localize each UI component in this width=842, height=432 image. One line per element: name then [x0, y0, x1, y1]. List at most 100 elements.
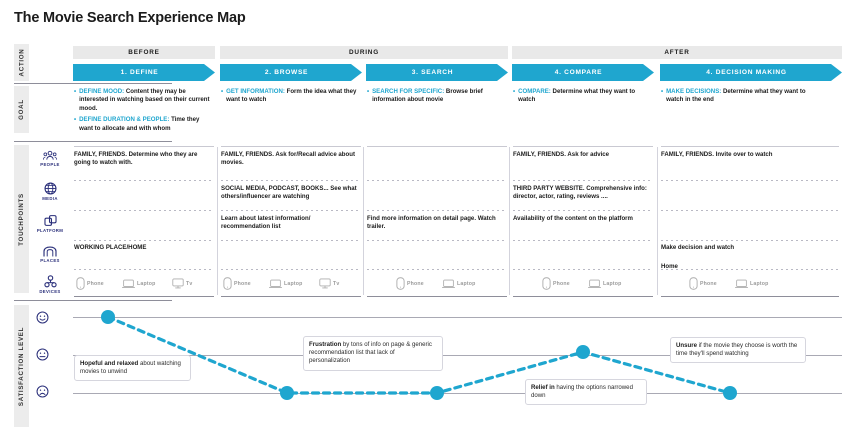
touchpoint-icon-places: PLACES	[33, 246, 67, 263]
touchpoint-row-divider	[513, 269, 653, 270]
touchpoint-icon-platform: PLATFORM	[33, 214, 67, 233]
device-phone: Phone	[542, 277, 570, 290]
touchpoint-row-divider	[74, 180, 214, 181]
touchpoint-icon-devices-label: DEVICES	[39, 289, 61, 294]
device-label: Laptop	[284, 281, 303, 287]
touchpoint-row-divider	[661, 269, 839, 270]
satisfaction-point-define	[101, 310, 115, 324]
touchpoint-icon-platform-label: PLATFORM	[36, 228, 64, 233]
touchpoint-people-browse: FAMILY, FRIENDS. Ask for/Recall advice a…	[221, 151, 355, 167]
goal-item: • COMPARE: Determine what they want to w…	[513, 88, 653, 105]
goal-key: DEFINE DURATION & PEOPLE:	[79, 116, 170, 124]
goal-cell-decision-making: • MAKE DECISIONS: Determine what they wa…	[661, 88, 811, 108]
column-divider-2	[363, 147, 364, 295]
laptop-icon	[442, 279, 455, 288]
stage-chevron-decision-making-label: 4. DECISION MAKING	[706, 69, 787, 76]
places-icon	[43, 246, 57, 257]
goal-item: • MAKE DECISIONS: Determine what they wa…	[661, 88, 811, 105]
device-laptop: Laptop	[735, 279, 769, 289]
phase-before-label: BEFORE	[128, 49, 160, 56]
laptop-icon	[735, 279, 748, 288]
device-tv: Tv	[319, 278, 339, 289]
phone-icon	[689, 277, 698, 290]
touchpoint-platform-browse: Learn about latest information/ recommen…	[221, 215, 311, 231]
stage-chevron-browse-label: 2. BROWSE	[264, 69, 309, 76]
touchpoint-row-divider	[74, 240, 214, 241]
callout-frustration-text: by tons of info on page & generic recomm…	[309, 341, 432, 365]
phase-during: DURING	[220, 46, 508, 59]
separator-action-goal	[14, 83, 172, 84]
stage-chevron-browse[interactable]: 2. BROWSE	[220, 64, 362, 81]
touchpoints-bottom-rule-col3	[367, 296, 507, 297]
row-label-action: ACTION	[14, 44, 29, 81]
phase-before: BEFORE	[73, 46, 215, 59]
touchpoint-row-divider	[367, 210, 507, 211]
touchpoints-top-rule-col4	[513, 146, 653, 147]
bullet-icon: •	[74, 117, 77, 124]
bullet-icon: •	[221, 89, 224, 95]
callout-unsure: Unsure if the movie they choose is worth…	[670, 337, 806, 364]
touchpoint-row-divider	[74, 210, 214, 211]
touchpoint-platform-decision: Make decision and watch	[661, 244, 735, 251]
bullet-icon: •	[74, 89, 77, 95]
bullet-icon: •	[513, 89, 516, 95]
device-label: Laptop	[457, 281, 476, 287]
touchpoints-top-rule-col2	[221, 146, 361, 147]
row-label-goal: GOAL	[14, 86, 29, 133]
device-label: Tv	[186, 280, 193, 287]
touchpoint-icon-people: PEOPLE	[33, 150, 67, 167]
goal-cell-define: • DEFINE MOOD: Content they may be inter…	[74, 88, 214, 136]
satisfaction-point-search	[430, 386, 444, 400]
devices-icon	[43, 275, 57, 288]
goal-text: Browse brief information about movie	[372, 88, 483, 104]
touchpoint-row-divider	[661, 180, 839, 181]
stage-chevron-compare[interactable]: 4. COMPARE	[512, 64, 654, 81]
device-laptop: Laptop	[122, 279, 156, 289]
device-laptop: Laptop	[588, 279, 622, 289]
goal-cell-compare: • COMPARE: Determine what they want to w…	[513, 88, 653, 108]
touchpoint-media-compare: THIRD PARTY WEBSITE. Comprehensive info:…	[513, 185, 647, 201]
touchpoints-top-rule-col3	[367, 146, 507, 147]
touchpoint-row-divider	[661, 240, 839, 241]
touchpoint-people-compare: FAMILY, FRIENDS. Ask for advice	[513, 151, 610, 158]
satisfaction-point-decision	[723, 386, 737, 400]
satisfaction-point-browse	[280, 386, 294, 400]
separator-touchpoints-satisfaction	[14, 300, 172, 301]
goal-text: Form the idea what they want to watch	[226, 88, 357, 104]
phone-icon	[542, 277, 551, 290]
device-label: Phone	[553, 280, 570, 287]
device-label: Laptop	[137, 281, 156, 287]
bullet-icon: •	[367, 89, 370, 95]
touchpoint-places-define: WORKING PLACE/HOME	[74, 244, 147, 251]
stage-chevron-search[interactable]: 3. SEARCH	[366, 64, 508, 81]
goal-key: COMPARE:	[518, 88, 551, 95]
touchpoints-bottom-rule-col1	[74, 296, 214, 297]
callout-unsure-text: if the movie they choose is worth the ti…	[676, 342, 798, 358]
goal-key: SEARCH FOR SPECIFIC:	[372, 88, 445, 95]
bullet-icon: •	[661, 89, 664, 95]
platform-icon	[43, 215, 57, 226]
satisfaction-point-compare	[576, 345, 590, 359]
goal-key: MAKE DECISIONS:	[666, 88, 722, 95]
device-phone: Phone	[223, 277, 251, 290]
touchpoint-icon-places-label: PLACES	[40, 258, 60, 263]
phone-icon	[396, 277, 405, 290]
stage-chevron-decision-making[interactable]: 4. DECISION MAKING	[660, 64, 842, 81]
touchpoint-places-decision: Home	[661, 263, 678, 270]
stage-chevron-define[interactable]: 1. DEFINE	[73, 64, 215, 81]
goal-key: DEFINE MOOD:	[79, 88, 125, 95]
touchpoint-row-divider	[221, 180, 361, 181]
happy-face-icon	[36, 311, 49, 329]
touchpoint-platform-search: Find more information on detail page. Wa…	[367, 215, 496, 231]
touchpoint-icon-devices: DEVICES	[33, 275, 67, 294]
device-phone: Phone	[689, 277, 717, 290]
phone-icon	[223, 277, 232, 290]
touchpoints-top-rule-col1	[74, 146, 214, 147]
phase-after: AFTER	[512, 46, 842, 59]
touchpoints-bottom-rule-col2	[221, 296, 361, 297]
device-label: Tv	[333, 280, 340, 287]
sad-face-icon	[36, 385, 49, 403]
laptop-icon	[269, 279, 282, 288]
touchpoint-row-divider	[367, 269, 507, 270]
callout-relief-text: having the options narrowed down	[531, 384, 633, 400]
